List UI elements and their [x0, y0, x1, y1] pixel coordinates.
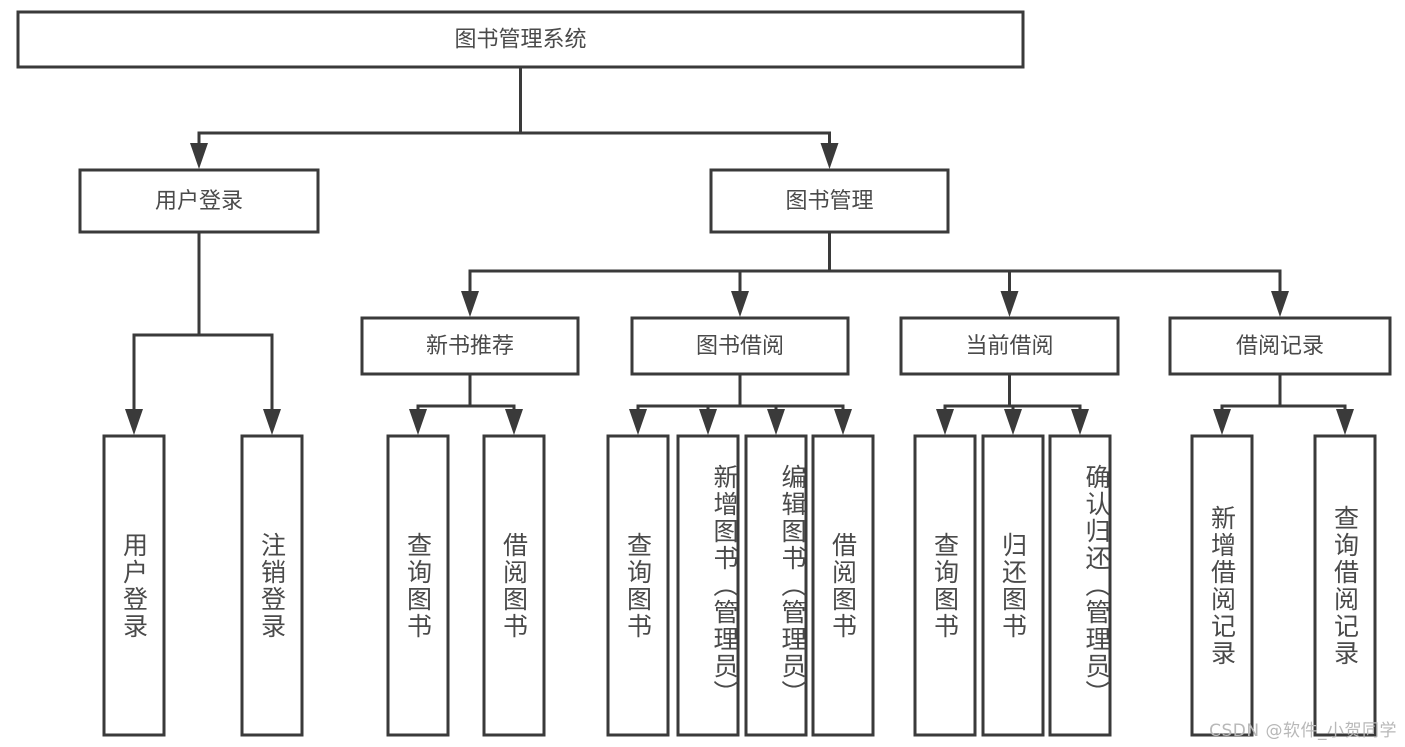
node-box-leaf-7[interactable] — [811, 434, 875, 737]
arrow-head-icon-leaf-2-2 — [767, 409, 785, 435]
arrow-head-icon-l3-1 — [731, 291, 749, 317]
node-label-level2-1: 图书管理 — [785, 189, 873, 214]
arrow-head-icon-leaf-4-0 — [1213, 409, 1231, 435]
arrow-head-icon-leaf-3-0 — [936, 409, 954, 435]
node-label-level3-1: 图书借阅 — [696, 334, 784, 359]
node-label-level3-0: 新书推荐 — [426, 334, 514, 359]
arrow-head-icon-leaf-2-3 — [834, 409, 852, 435]
node-box-leaf-1[interactable] — [240, 434, 304, 737]
arrow-head-icon-l3-2 — [1000, 291, 1019, 317]
connector-layer — [125, 65, 1354, 435]
page-title: 图书管理系统 — [454, 28, 586, 53]
node-box-level3-1[interactable] — [630, 316, 850, 376]
node-box-layer — [16, 10, 1392, 737]
node-box-leaf-3[interactable] — [482, 434, 546, 737]
node-box-leaf-12[interactable] — [1313, 434, 1377, 737]
node-box-leaf-11[interactable] — [1190, 434, 1254, 737]
arrow-head-icon-leaf-1-0 — [409, 409, 427, 435]
arrow-head-icon-leaf-3-1 — [1004, 409, 1022, 435]
node-box-leaf-0[interactable] — [102, 434, 166, 737]
arrow-head-icon-leaf-1-1 — [505, 409, 523, 435]
arrow-head-icon-l3-0 — [461, 291, 479, 317]
node-box-leaf-4[interactable] — [606, 434, 670, 737]
node-box-leaf-6[interactable] — [744, 434, 808, 737]
arrow-head-icon-leaf-0-1 — [263, 409, 281, 435]
node-box-level3-0[interactable] — [360, 316, 580, 376]
node-box-leaf-2[interactable] — [386, 434, 450, 737]
node-label-level3-3: 借阅记录 — [1236, 334, 1324, 359]
arrow-head-icon-leaf-3-2 — [1071, 409, 1089, 435]
arrow-head-icon-l3-3 — [1271, 291, 1289, 317]
arrow-head-icon-root-0 — [190, 143, 208, 169]
arrow-head-icon-leaf-4-1 — [1336, 409, 1354, 435]
node-box-level2-1[interactable] — [709, 168, 950, 234]
node-box-leaf-10[interactable] — [1048, 434, 1112, 737]
node-label-level3-2: 当前借阅 — [965, 334, 1053, 359]
watermark: CSDN @软件_小贺同学 — [1209, 721, 1397, 741]
node-box-root[interactable] — [16, 10, 1025, 69]
node-box-leaf-8[interactable] — [913, 434, 977, 737]
node-box-leaf-5[interactable] — [676, 434, 740, 737]
node-box-level3-3[interactable] — [1168, 316, 1392, 376]
node-box-level3-2[interactable] — [899, 316, 1120, 376]
arrow-head-icon-leaf-2-0 — [629, 409, 647, 435]
node-label-level2-0: 用户登录 — [155, 189, 243, 214]
arrow-head-icon-root-1 — [820, 143, 839, 169]
arrow-head-icon-leaf-0-0 — [125, 409, 143, 435]
node-box-level2-0[interactable] — [78, 168, 320, 234]
arrow-head-icon-leaf-2-1 — [699, 409, 717, 435]
node-box-leaf-9[interactable] — [981, 434, 1045, 737]
